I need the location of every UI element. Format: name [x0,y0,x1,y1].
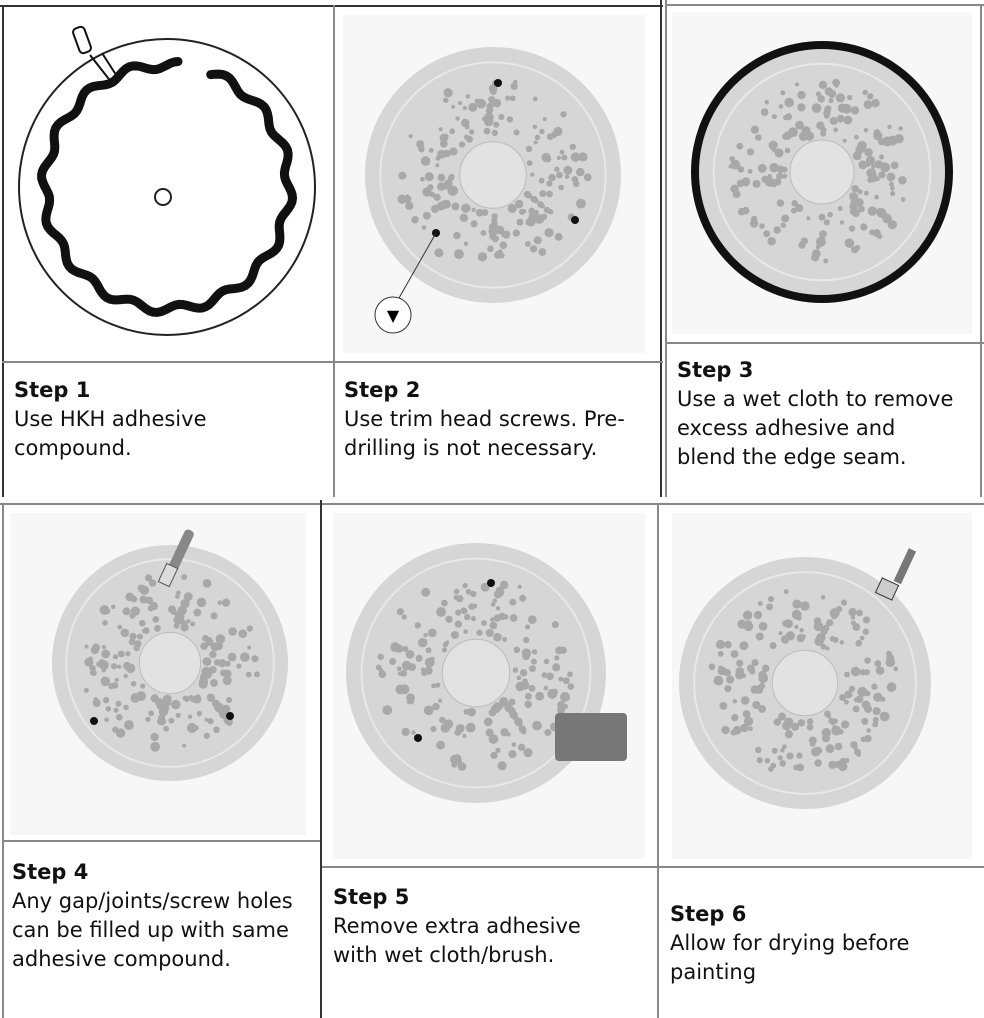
divider [2,505,4,1018]
divider [665,342,984,344]
divider [657,505,659,1018]
svg-text:▼: ▼ [387,306,400,325]
step-title: Step 4 [12,860,89,884]
brush-icon [874,548,917,601]
step-5-illustration [333,513,645,859]
step-1-illustration [12,15,322,355]
putty-knife-icon [157,529,194,588]
step-title: Step 6 [670,902,747,926]
screw-hole-icon [414,734,422,742]
ceiling-medallion [365,47,621,303]
step-6-caption: Step 6 Allow for drying before painting [670,900,984,987]
step-text: Use trim head screws. Pre-drilling is no… [344,407,625,460]
screw-hole-icon [494,79,502,87]
step-title: Step 3 [677,358,754,382]
divider [665,0,667,497]
step-3-illustration [672,12,972,334]
cloth-icon [555,713,627,761]
screw-hole-icon [487,579,495,587]
divider [665,4,984,6]
left-border [2,5,4,497]
step-title: Step 5 [333,885,410,909]
divider [0,503,984,505]
step-text: Any gap/joints/screw holes can be filled… [12,889,293,971]
step-title: Step 1 [14,378,91,402]
step-5-caption: Step 5 Remove extra adhesive with wet clo… [333,883,623,970]
divider [322,866,984,868]
ceiling-medallion [346,543,606,803]
screw-detail-icon [374,296,412,334]
divider [2,840,320,842]
step-title: Step 2 [344,378,421,402]
step-1-caption: Step 1 Use HKH adhesive compound. [14,376,314,463]
step-6-illustration [672,513,972,859]
divider [2,361,663,363]
step-4-caption: Step 4 Any gap/joints/screw holes can be … [12,858,312,974]
step-4-illustration [10,513,306,835]
adhesive-tube-icon [72,25,121,84]
step-text: Allow for drying before painting [670,931,910,984]
step-text: Use HKH adhesive compound. [14,407,207,460]
divider [320,500,322,1018]
ceiling-medallion [52,545,288,781]
top-border [0,5,663,7]
step-text: Use a wet cloth to remove excess adhesiv… [677,387,954,469]
divider [333,5,335,497]
screw-hole-icon [90,717,98,725]
step-3-caption: Step 3 Use a wet cloth to remove excess a… [677,356,957,497]
ceiling-medallion [679,557,931,809]
step-2-caption: Step 2 Use trim head screws. Pre-drilling… [344,376,656,463]
divider [980,4,982,497]
ceiling-medallion [691,41,953,303]
step-text: Remove extra adhesive with wet cloth/bru… [333,914,581,967]
screw-hole-icon [226,712,234,720]
step-2-illustration: ▼ [343,15,645,353]
screw-hole-icon [571,216,579,224]
divider [660,0,662,497]
